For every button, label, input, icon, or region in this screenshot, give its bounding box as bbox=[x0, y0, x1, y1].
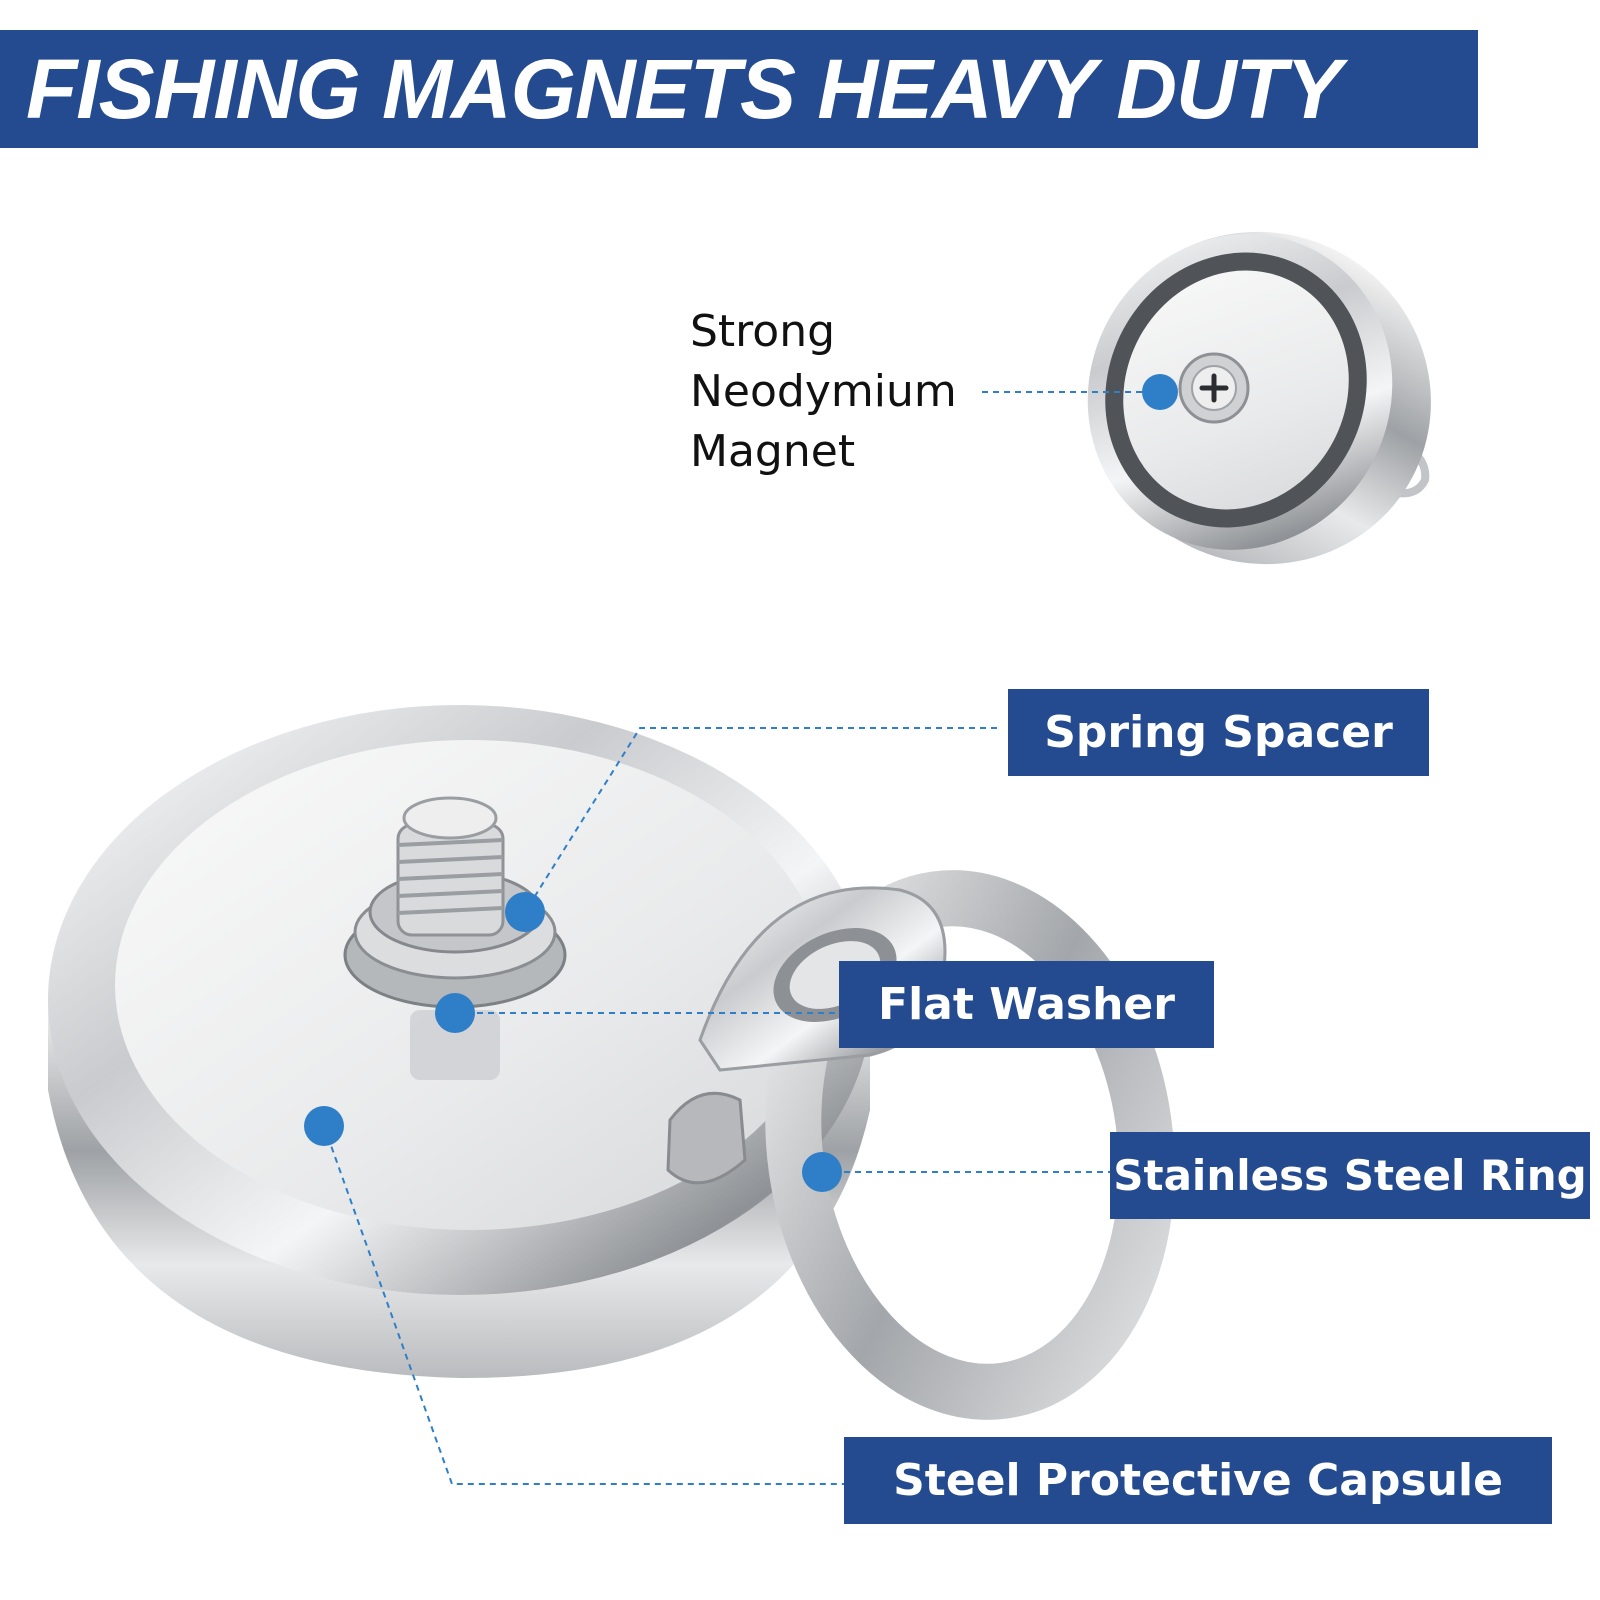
stainless-steel-ring-label: Stainless Steel Ring bbox=[1110, 1132, 1590, 1219]
steel-protective-capsule-label: Steel Protective Capsule bbox=[844, 1437, 1552, 1524]
magnet-label-line: Neodymium bbox=[690, 366, 957, 417]
title-banner: FISHING MAGNETS HEAVY DUTY bbox=[0, 30, 1478, 148]
marker-capsule bbox=[304, 1106, 344, 1146]
marker-magnet bbox=[1142, 374, 1178, 410]
marker-flat-washer bbox=[435, 993, 475, 1033]
eyebolt-ring bbox=[666, 870, 1175, 1420]
large-magnet-image bbox=[48, 705, 1175, 1420]
flat-washer-label: Flat Washer bbox=[839, 961, 1214, 1048]
marker-spring-spacer bbox=[505, 892, 545, 932]
magnet-label-line: Strong bbox=[690, 306, 836, 357]
magnet-label-line: Magnet bbox=[690, 426, 856, 477]
leader-lines bbox=[323, 391, 1160, 1485]
page-title: FISHING MAGNETS HEAVY DUTY bbox=[26, 42, 1342, 136]
magnet-label: Strong Neodymium Magnet bbox=[690, 302, 957, 482]
small-magnet-image bbox=[1087, 231, 1431, 565]
marker-ring bbox=[802, 1152, 842, 1192]
spring-spacer-label: Spring Spacer bbox=[1008, 689, 1429, 776]
